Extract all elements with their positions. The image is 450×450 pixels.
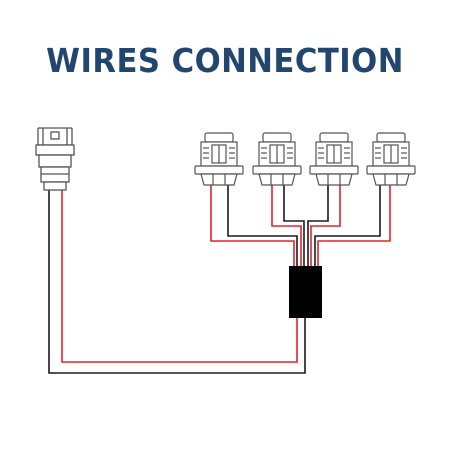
socket-2-black-wire [283, 185, 305, 267]
socket-4-icon [366, 132, 416, 186]
socket-3-icon [309, 132, 359, 186]
socket-4-red-wire [317, 185, 391, 267]
splitter-module-box [289, 266, 322, 318]
socket-1-red-wire [210, 185, 295, 267]
input-black-wire [48, 190, 306, 374]
socket-1-icon [194, 132, 244, 186]
socket-3-red-wire [310, 185, 341, 267]
socket-2-red-wire [271, 185, 302, 267]
input-red-wire [61, 190, 298, 363]
single-connector-icon [35, 127, 75, 191]
socket-1-black-wire [227, 185, 298, 267]
socket-4-black-wire [314, 185, 381, 267]
socket-2-icon [252, 132, 302, 186]
socket-3-black-wire [307, 185, 329, 267]
page-title: WIRES CONNECTION [46, 41, 404, 80]
